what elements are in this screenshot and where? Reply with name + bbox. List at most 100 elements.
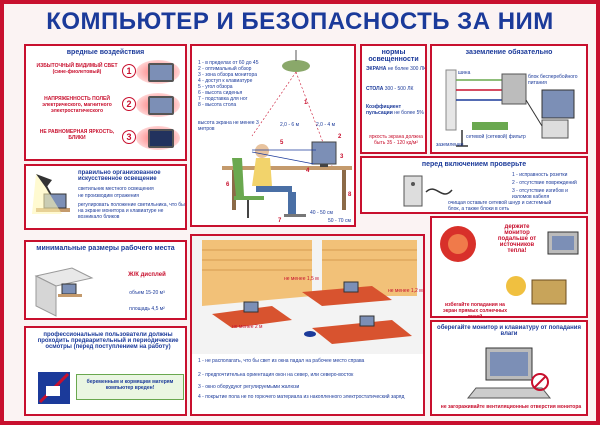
norm-label-desk: СТОЛА (366, 86, 384, 92)
chair-icon (232, 158, 244, 196)
heater-icon (440, 226, 476, 262)
grounding-illustration (445, 69, 575, 147)
lighting-title: правильно организованное искусственное о… (78, 170, 161, 182)
check-3: 3 - отсутствие изгибов и изломов кабеля (512, 188, 568, 200)
ups-icon (501, 73, 527, 105)
before-on-title: перед включением проверьте (421, 161, 527, 168)
posture-note-under: высота экрана не менее 3 метров (198, 120, 259, 132)
hazard-number-2: 2 (122, 97, 136, 111)
monitor-icon (148, 96, 174, 115)
norm-row-pulse: Коэффициент пульсации не более 5% (366, 104, 425, 116)
lighting-line-3: регулировать положение светильника, что … (78, 202, 185, 220)
office-label-2: не менее 2 м (232, 324, 263, 330)
measure-3: 40 - 50 см (310, 210, 333, 216)
grounding-label-ground: заземление (436, 142, 464, 148)
monitor-icon (243, 301, 259, 313)
professional-sub: беременным и кормящим матерям компьютер … (86, 379, 174, 391)
professional-sub-box: беременным и кормящим матерям компьютер … (76, 374, 184, 400)
posture-note-3: 3 - зона обзора монитора (198, 72, 258, 78)
posture-note-4: 4 - доступ к клавиатуре (198, 78, 253, 84)
monitor-heat-icon (547, 231, 579, 255)
monitor-icon (359, 315, 375, 327)
panel-harmful-effects: вредные воздействия ИЗБЫТОЧНЫЙ ВИДИМЫЙ С… (24, 44, 187, 161)
monitor-keyboard-icon (466, 347, 552, 399)
measure-4: 50 - 70 см (328, 218, 351, 224)
office-note-4: 4 - покрытие пола не по горючего материа… (198, 394, 405, 400)
panel-lighting-norms: нормы освещенности ЭКРАНА не более 300 Л… (360, 44, 427, 154)
area-value: площадь 4,5 м² (129, 306, 165, 312)
grounding-label-bus: шина (458, 70, 471, 76)
norms-footer: яркость экрана должна быть 35 - 120 кд/м… (369, 134, 423, 146)
panel-protect: оберегайте монитор и клавиатуру от попад… (430, 320, 588, 416)
display-type: Ж/К дисплей (128, 272, 166, 278)
professional-text: профессиональные пользователи должны про… (37, 332, 179, 350)
grounding-label-filter: сетевой (сетевой) фильтр (466, 134, 526, 140)
cable-icon (425, 188, 453, 195)
room-illustration (34, 267, 94, 317)
posture-mark-7: 7 (278, 218, 282, 224)
posture-note-7: 7 - подставка для ног (198, 96, 248, 102)
panel-min-sizes: минимальные размеры рабочего места Ж/К д… (24, 240, 187, 320)
hazard-row-3: НЕ РАВНОМЕРНАЯ ЯРКОСТЬ, БЛИКИ 3 (32, 126, 182, 150)
desk-icon (312, 320, 412, 344)
user-head-icon (255, 144, 269, 158)
sun-monitor-icon (506, 276, 567, 305)
hazard-number-3: 3 (122, 130, 136, 144)
norm-label-pulse: Коэффициент пульсации (366, 104, 402, 116)
monitor-icon (343, 281, 359, 293)
volume-value: объем 15-20 м³ (129, 290, 165, 296)
grounding-title: заземление обязательно (465, 49, 553, 56)
posture-note-2: 2 - оптимальный обзор (198, 66, 252, 72)
desk-icon (212, 306, 292, 328)
posture-note-8: 8 - высота стола (198, 102, 237, 108)
panel-grounding: заземление обязательно блок бесперебойно… (430, 44, 588, 154)
footrest-icon (284, 214, 306, 217)
hazard-number-1: 1 (122, 64, 136, 78)
posture-mark-3: 3 (340, 154, 344, 160)
harmful-title: вредные воздействия (66, 49, 145, 56)
panel-heat: держите монитор подальше от источников т… (430, 216, 588, 318)
office-illustration (192, 236, 423, 354)
before-on-note: очищая оставьте сетевой шнур и системный… (448, 200, 552, 212)
user-body-icon (252, 158, 272, 186)
monitor-icon (541, 89, 575, 119)
norm-label-screen: ЭКРАНА (366, 66, 387, 72)
ceiling-lamp-icon (282, 60, 310, 72)
monitor-icon (311, 141, 337, 165)
min-sizes-title: минимальные размеры рабочего места (36, 245, 175, 252)
posture-mark-4: 4 (306, 168, 310, 174)
lighting-line-2: не производим отражения (78, 193, 140, 199)
protect-footer: не загораживайте вентиляционные отверсти… (440, 404, 582, 410)
posture-notes: 1 - в пределах от 60 до 45 2 - оптимальн… (198, 60, 264, 108)
sun-warning: избегайте попадания на экран прямых солн… (442, 302, 508, 318)
wall-socket-icon (445, 69, 457, 131)
office-note-3: 3 - окно оборудуют регулируемыми жалюзи (198, 384, 300, 390)
monitor-icon (148, 63, 174, 82)
pregnant-warning-icon (38, 372, 70, 404)
norm-row-desk: СТОЛА 300 - 500 ЛК (366, 86, 425, 92)
lighting-line-1: светильник местного освещения (78, 186, 154, 192)
panel-posture: 1 - в пределах от 60 до 45 2 - оптимальн… (190, 44, 356, 227)
hazard-row-1: ИЗБЫТОЧНЫЙ ВИДИМЫЙ СВЕТ (сине-фиолетовый… (32, 60, 182, 84)
posture-mark-5: 5 (280, 140, 284, 146)
grounding-label-ups: блок бесперебойного питания (528, 74, 578, 86)
monitor-icon (61, 283, 77, 295)
office-note-2: 2 - предпочтительна ориентация окон на с… (198, 372, 354, 378)
poster-title: КОМПЬЮТЕР И БЕЗОПАСНОСТЬ ЗА НИМ (46, 8, 554, 35)
norms-title: нормы освещенности (368, 49, 419, 63)
posture-mark-8: 8 (348, 192, 352, 198)
norm-value-pulse: не более 5% (394, 110, 424, 116)
desk-icon (222, 166, 352, 170)
posture-illustration: 1 2 3 4 5 6 7 8 2,0 - 6 м 2,0 - 4 м 40 -… (222, 50, 352, 224)
posture-note-1: 1 - в пределах от 60 до 45 (198, 60, 259, 66)
system-unit-check-icon (403, 175, 453, 207)
norm-value-screen: не более 300 ЛК (387, 66, 426, 72)
hazard-text-3: НЕ РАВНОМЕРНАЯ ЯРКОСТЬ, БЛИКИ (39, 129, 115, 141)
office-label-3: не менее 1,2 м (388, 288, 423, 294)
measure-2: 2,0 - 4 м (316, 122, 336, 128)
power-filter-icon (472, 122, 508, 130)
hazard-row-2: НАПРЯЖЕННОСТЬ ПОЛЕЙ электрического, магн… (32, 93, 182, 117)
measure-1: 2,0 - 6 м (280, 122, 300, 128)
posture-mark-2: 2 (338, 134, 342, 140)
